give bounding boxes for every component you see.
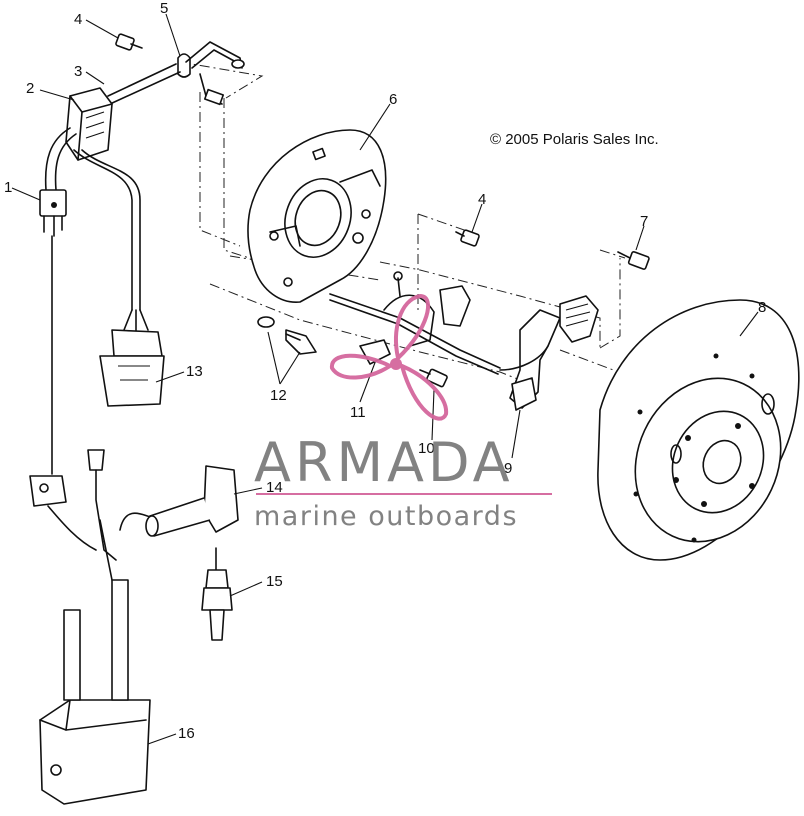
callout-numbers: 1 2 3 4 4 5 6 7 8 9 10 11 12 13 14 15 16 [4, 0, 766, 742]
part-10-screw [419, 368, 448, 388]
callout-10: 10 [418, 440, 435, 457]
part-12-screw-washer [257, 316, 317, 355]
callout-13: 13 [186, 363, 203, 380]
part-6-stator-plate [247, 129, 387, 303]
assembly-lines [179, 61, 641, 381]
part-16-cdi-box [39, 512, 151, 805]
callout-14: 14 [266, 479, 283, 496]
armada-propeller-logo-icon [330, 293, 449, 421]
callout-6: 6 [389, 91, 397, 108]
callout-4-upper: 4 [74, 11, 82, 28]
copyright-notice: © 2005 Polaris Sales Inc. [490, 131, 659, 148]
callout-4-middle: 4 [478, 191, 486, 208]
part-7-screw [617, 251, 650, 270]
callout-11: 11 [350, 404, 366, 421]
callout-12: 12 [270, 387, 287, 404]
part-14-spark-plug-cap [145, 465, 239, 537]
watermark-tagline: marine outboards [254, 501, 518, 532]
part-2-regulator [65, 87, 113, 161]
callout-7: 7 [640, 213, 648, 230]
part-3-cable [107, 63, 181, 105]
part-13-plug [99, 329, 165, 407]
part-4-screw-middle [455, 229, 480, 247]
part-11-pickup-coil [329, 271, 501, 375]
part-8-flywheel [597, 299, 800, 561]
part-15-spark-plug [201, 547, 233, 641]
callout-5: 5 [160, 0, 168, 17]
wiring-harness [44, 127, 149, 333]
part-4-screw-upper [115, 33, 143, 51]
callout-9: 9 [504, 460, 512, 477]
part-1-connector [39, 189, 67, 237]
watermark: ARMADA marine outboards [254, 293, 552, 532]
callout-8: 8 [758, 299, 766, 316]
callout-1: 1 [4, 179, 12, 196]
part-5-clamp [177, 41, 245, 106]
callout-15: 15 [266, 573, 283, 590]
callout-16: 16 [178, 725, 195, 742]
callout-2: 2 [26, 80, 34, 97]
part-9-charge-coil [499, 295, 599, 411]
connector-lead [29, 235, 117, 561]
watermark-brand: ARMADA [254, 431, 514, 494]
callout-3: 3 [74, 63, 82, 80]
leader-lines [11, 13, 759, 745]
